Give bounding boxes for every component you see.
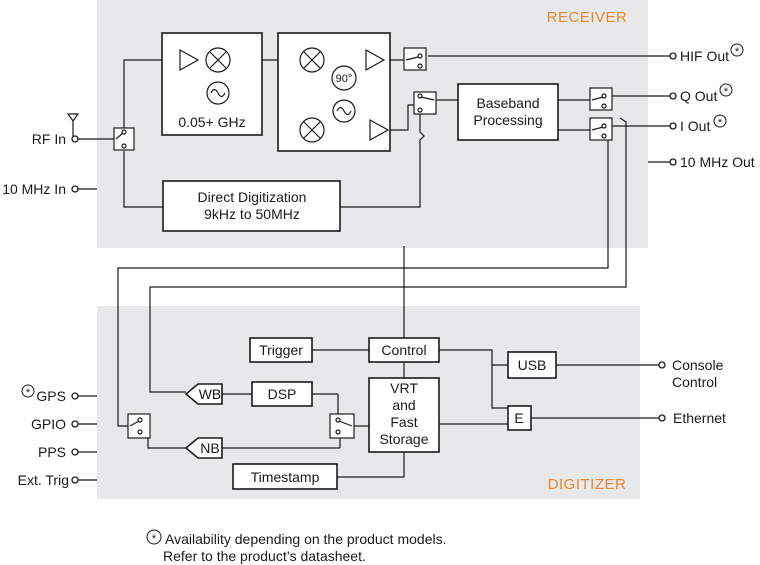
receiver-title: RECEIVER bbox=[547, 9, 628, 26]
digitizer-input-switch bbox=[127, 413, 151, 439]
ethernet-terminal bbox=[658, 414, 666, 422]
phase-shift-label: 90° bbox=[336, 73, 353, 85]
iq-oscillator-icon bbox=[332, 99, 356, 123]
footnote-line-2: Refer to the product’s datasheet. bbox=[163, 548, 366, 564]
availability-marker-icon bbox=[730, 43, 744, 57]
lo-frequency-label: 0.05+ GHz bbox=[178, 114, 245, 130]
ethernet-e-block bbox=[507, 405, 532, 431]
q-output-switch bbox=[589, 87, 613, 111]
rf-in-label: RF In bbox=[32, 131, 66, 147]
vrt-label-4: Storage bbox=[379, 431, 428, 447]
wb-filter bbox=[184, 383, 223, 405]
baseband-label-1: Baseband bbox=[476, 95, 539, 111]
hif-out-terminal bbox=[669, 52, 677, 60]
marker-text: * bbox=[152, 533, 157, 545]
vrt-storage-block bbox=[368, 377, 440, 453]
timestamp-block bbox=[232, 463, 338, 490]
console-terminal bbox=[658, 361, 666, 369]
marker-text: * bbox=[724, 86, 729, 98]
vrt-label-3: Fast bbox=[390, 414, 417, 430]
amplifier-icon bbox=[179, 48, 200, 72]
i-out-label: I Out bbox=[680, 118, 710, 134]
gps-label: GPS bbox=[36, 388, 66, 404]
footnote-marker-icon bbox=[146, 529, 162, 545]
hif-switch bbox=[403, 47, 427, 71]
e-block-label: E bbox=[514, 410, 523, 426]
i-mixer-icon bbox=[299, 47, 325, 73]
usb-block bbox=[507, 351, 557, 379]
ten-mhz-in-terminal bbox=[71, 185, 79, 193]
i-output-switch bbox=[589, 117, 613, 141]
control-block bbox=[368, 337, 440, 363]
pps-label: PPS bbox=[38, 444, 66, 460]
marker-text: * bbox=[735, 46, 740, 58]
i-out-terminal bbox=[669, 122, 677, 130]
footnote-line-1: Availability depending on the product mo… bbox=[165, 531, 446, 547]
baseband-input-switch bbox=[413, 91, 437, 115]
hif-amplifier-icon bbox=[365, 48, 386, 72]
ten-mhz-out-label: 10 MHz Out bbox=[680, 154, 755, 170]
dsp-bypass-switch bbox=[329, 413, 355, 439]
direct-digitization-block bbox=[162, 180, 341, 232]
availability-marker-icon bbox=[713, 114, 727, 128]
q-out-terminal bbox=[669, 92, 677, 100]
wb-label: WB bbox=[199, 386, 222, 402]
availability-marker-icon bbox=[21, 384, 35, 398]
pps-terminal bbox=[71, 448, 79, 456]
console-label-2: Control bbox=[672, 374, 717, 390]
oscillator-icon bbox=[206, 81, 230, 105]
availability-marker-icon bbox=[719, 83, 733, 97]
mixer-icon bbox=[205, 47, 231, 73]
phase-shift-icon bbox=[331, 65, 357, 91]
gps-terminal bbox=[71, 392, 79, 400]
digitizer-title: DIGITIZER bbox=[548, 476, 627, 493]
baseband-label-2: Processing bbox=[473, 112, 542, 128]
q-out-label: Q Out bbox=[680, 88, 717, 104]
trigger-label: Trigger bbox=[259, 342, 303, 358]
control-label: Control bbox=[381, 342, 426, 358]
console-label-1: Console bbox=[672, 357, 724, 373]
vrt-label-1: VRT bbox=[390, 380, 418, 396]
rf-input-switch bbox=[113, 127, 135, 151]
direct-digitization-label-2: 9kHz to 50MHz bbox=[204, 206, 300, 222]
gpio-terminal bbox=[71, 420, 79, 428]
direct-digitization-label-1: Direct Digitization bbox=[198, 189, 307, 205]
ten-mhz-out-terminal bbox=[669, 158, 677, 166]
iq-mixer-block bbox=[277, 32, 391, 152]
baseband-processing-block bbox=[457, 83, 559, 141]
trigger-block bbox=[249, 337, 313, 363]
marker-text: * bbox=[26, 387, 31, 399]
q-mixer-icon bbox=[299, 117, 325, 143]
rf-in-terminal bbox=[71, 135, 79, 143]
hif-out-label: HIF Out bbox=[680, 48, 729, 64]
ext-trig-label: Ext. Trig bbox=[18, 472, 69, 488]
gpio-label: GPIO bbox=[31, 416, 66, 432]
baseband-amplifier-icon bbox=[369, 118, 390, 142]
nb-label: NB bbox=[200, 440, 219, 456]
marker-text: * bbox=[718, 117, 723, 129]
dsp-label: DSP bbox=[268, 386, 297, 402]
nb-filter bbox=[184, 437, 223, 459]
ethernet-label: Ethernet bbox=[673, 410, 726, 426]
ext-trig-terminal bbox=[71, 476, 79, 484]
timestamp-label: Timestamp bbox=[251, 469, 320, 485]
vrt-label-2: and bbox=[392, 397, 415, 413]
ten-mhz-in-label: 10 MHz In bbox=[2, 181, 66, 197]
usb-label: USB bbox=[518, 357, 547, 373]
dsp-block bbox=[251, 381, 313, 407]
